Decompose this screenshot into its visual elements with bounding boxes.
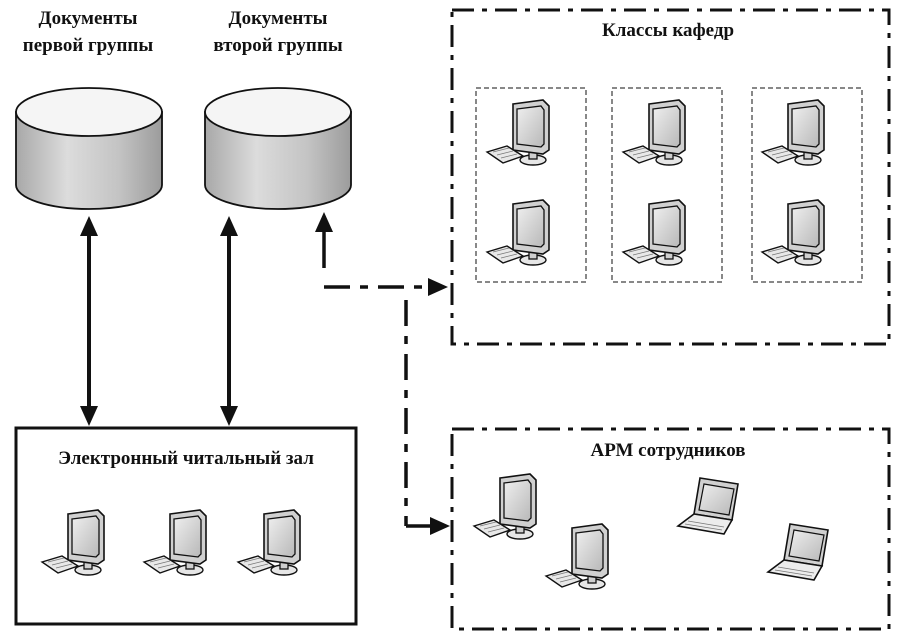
desktop-computer-icon: [237, 509, 301, 576]
desktop-computer-icon: [761, 99, 825, 166]
group-title: АРМ сотрудников: [590, 440, 745, 461]
database-cylinder-icon: [204, 87, 352, 210]
link-db2-to-classes-and-staff: [315, 212, 450, 535]
classroom-1: [475, 87, 587, 283]
database-cylinder-icon: [15, 87, 163, 210]
desktop-computer-icon: [486, 99, 550, 166]
desktop-computer-icon: [622, 199, 686, 266]
department-classes-group: Классы кафедр: [450, 8, 891, 346]
group-title: Классы кафедр: [602, 20, 734, 41]
desktop-computer-icon: [622, 99, 686, 166]
laptop-icon: [677, 477, 739, 535]
desktop-computer-icon: [486, 199, 550, 266]
laptop-icon: [767, 523, 829, 581]
classroom-2: [611, 87, 723, 283]
staff-workstations-group: АРМ сотрудников: [450, 427, 891, 631]
classroom-3: [751, 87, 863, 283]
desktop-computer-icon: [545, 523, 609, 590]
link-db1-reading-room: [80, 216, 98, 426]
database-title-line2: первой группы: [23, 35, 154, 56]
database-first-group: Документы первой группы: [15, 8, 163, 210]
database-title-line1: Документы: [229, 8, 328, 29]
desktop-computer-icon: [143, 509, 207, 576]
database-title-line2: второй группы: [213, 35, 342, 56]
database-title-line1: Документы: [39, 8, 138, 29]
desktop-computer-icon: [41, 509, 105, 576]
desktop-computer-icon: [761, 199, 825, 266]
group-title: Электронный читальный зал: [58, 448, 314, 469]
link-db2-reading-room: [220, 216, 238, 426]
reading-room-group: Электронный читальный зал: [14, 426, 358, 626]
database-second-group: Документы второй группы: [204, 8, 352, 210]
desktop-computer-icon: [473, 473, 537, 540]
